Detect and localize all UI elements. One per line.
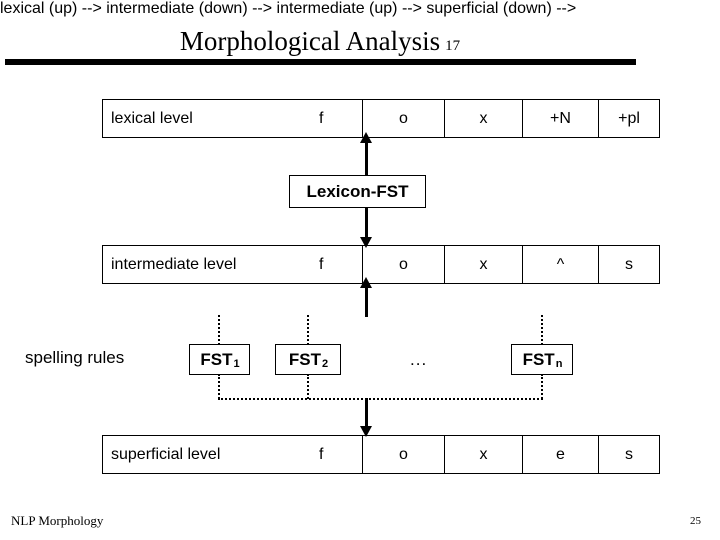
intermediate-level-row: intermediate level f o x ^ s (102, 245, 660, 284)
connector-fstn-top-dotted (541, 315, 543, 345)
lexicon-fst-box[interactable]: Lexicon-FST (289, 175, 426, 208)
lexical-level-segment-4: +pl (598, 100, 659, 137)
connector-lexicon-to-intermediate-arrowhead (360, 237, 372, 248)
connector-fst-bus-dotted (218, 398, 543, 400)
lexical-level-segment-1: o (362, 100, 444, 137)
fst-box-2-label: FST (288, 349, 321, 369)
connector-rules-to-intermediate-line (365, 285, 368, 317)
fst-box-n-label: FST (522, 349, 555, 369)
lexicon-fst-label: Lexicon-FST (306, 181, 409, 201)
connector-lexicon-to-lexical-line (365, 140, 368, 176)
page-title-number: 17 (445, 38, 461, 54)
connector-fst2-top-dotted (307, 315, 309, 345)
lexical-level-segment-0: f (319, 109, 324, 127)
intermediate-level-segment-0: f (319, 255, 324, 273)
fst-ellipsis-label: ... (410, 350, 428, 369)
superficial-level-label-cell: superficial level f (103, 436, 362, 473)
connector-fstn-bottom-dotted (541, 374, 543, 399)
connector-fst1-bottom-dotted (218, 374, 220, 399)
intermediate-level-segment-1: o (362, 246, 444, 283)
lexical-level-label: lexical level (111, 109, 193, 127)
title-divider-rule (5, 59, 636, 65)
connector-rules-to-superficial-line (365, 398, 368, 428)
fst-box-1-label: FST (200, 349, 233, 369)
footer-page-number: 25 (690, 515, 701, 527)
superficial-level-segment-1: o (362, 436, 444, 473)
fst-box-1-subscript: 1 (233, 357, 240, 370)
connector-lexicon-to-intermediate-line (365, 207, 368, 239)
lexical-level-label-cell: lexical level f (103, 100, 362, 137)
connector-rules-to-intermediate-arrowhead (360, 277, 372, 288)
superficial-level-segment-0: f (319, 445, 324, 463)
fst-box-2-subscript: 2 (321, 357, 329, 370)
superficial-level-row: superficial level f o x e s (102, 435, 660, 474)
fst-box-n-subscript: n (555, 357, 563, 370)
connector-fst1-top-dotted (218, 315, 220, 345)
intermediate-level-segment-2: x (444, 246, 522, 283)
connector-rules-to-superficial-arrowhead (360, 426, 372, 437)
intermediate-level-segment-3: ^ (522, 246, 598, 283)
lexical-level-row: lexical level f o x +N +pl (102, 99, 660, 138)
spelling-rules-label: spelling rules (25, 348, 125, 367)
superficial-level-segment-2: x (444, 436, 522, 473)
superficial-level-segment-3: e (522, 436, 598, 473)
connector-lexicon-to-lexical-arrowhead (360, 132, 372, 143)
lexical-level-segment-3: +N (522, 100, 598, 137)
superficial-level-label: superficial level (111, 445, 221, 463)
connector-fst2-bottom-dotted (307, 374, 309, 399)
superficial-level-segment-4: s (598, 436, 659, 473)
page-title-text: Morphological Analysis (179, 26, 441, 56)
lexical-level-segment-2: x (444, 100, 522, 137)
intermediate-level-label-cell: intermediate level f (103, 246, 362, 283)
footer-source-label: NLP Morphology (11, 513, 104, 528)
intermediate-level-label: intermediate level (111, 255, 237, 273)
intermediate-level-segment-4: s (598, 246, 659, 283)
